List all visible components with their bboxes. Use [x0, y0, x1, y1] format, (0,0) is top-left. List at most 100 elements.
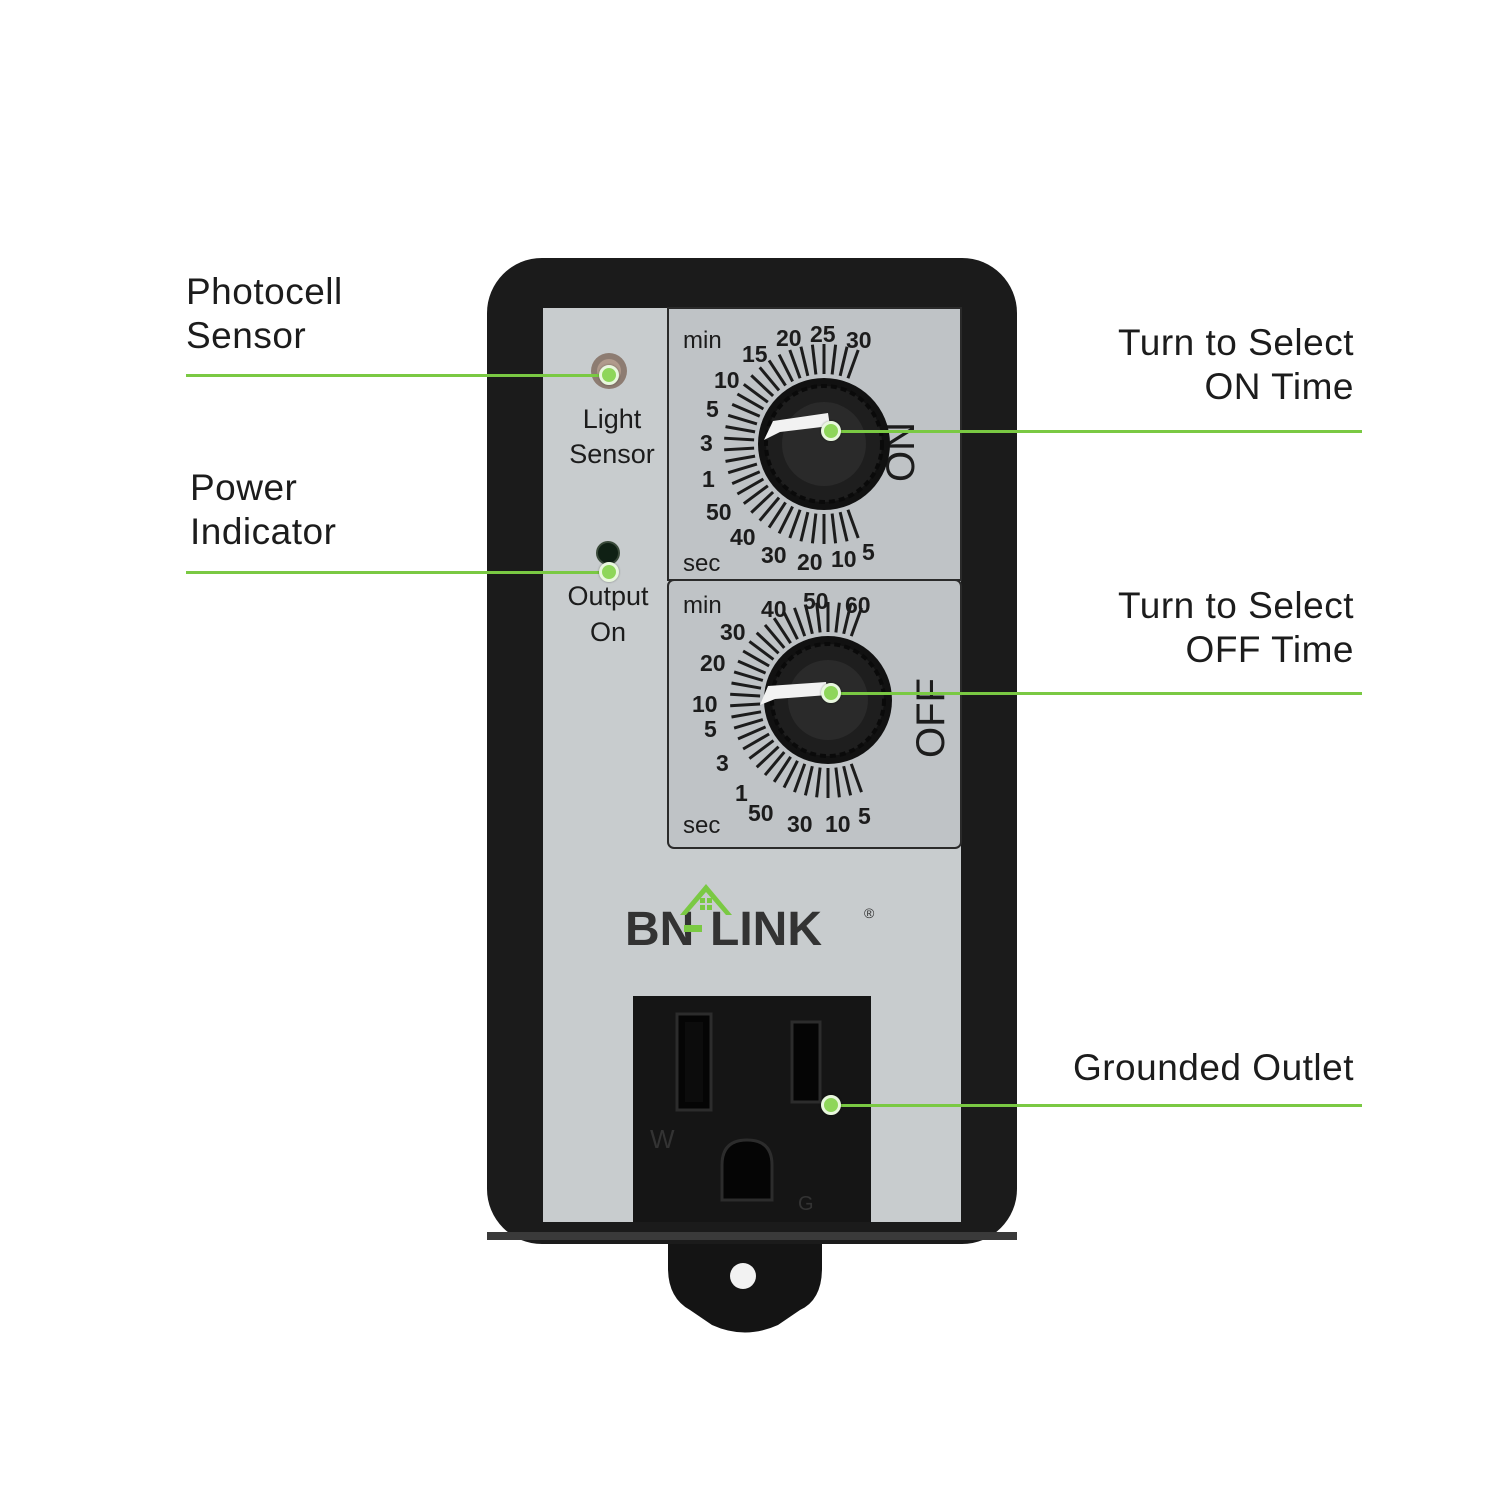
dial-tick-mark: [733, 718, 764, 730]
dial-tick-mark: [767, 359, 787, 387]
dial-tick-mark: [736, 392, 765, 411]
on-time-callout-line: [830, 430, 1362, 433]
dial-tick-mark: [724, 446, 755, 452]
off-dial-scale: [730, 602, 863, 798]
off-time-callout: Turn to Select OFF Time: [1118, 584, 1354, 672]
dial-tick-mark: [733, 670, 764, 682]
dial-tick-mark: [849, 607, 863, 637]
on-dial-tick-3: 3: [700, 430, 713, 456]
light-sensor-label-line2: Sensor: [569, 439, 655, 469]
on-dial-tick-5: 5: [706, 396, 719, 422]
dial-tick-mark: [725, 425, 756, 434]
dial-tick-mark: [763, 623, 786, 649]
dial-tick-mark: [758, 496, 781, 522]
dial-tick-mark: [742, 649, 770, 668]
power-callout-line1: Power: [190, 467, 298, 508]
off-dial-tick-20: 20: [700, 650, 726, 676]
dial-tick-mark: [782, 760, 799, 789]
on-time-knob[interactable]: [758, 378, 890, 510]
dial-tick-mark: [777, 505, 794, 535]
dial-tick-mark: [736, 477, 765, 496]
dial-tick-mark: [782, 611, 799, 640]
dial-tick-mark: [849, 763, 863, 793]
on-time-callout-line1: Turn to Select: [1118, 322, 1354, 363]
grounded-outlet[interactable]: W G: [633, 996, 871, 1222]
dial-tick-mark: [730, 702, 761, 708]
dial-tick-mark: [758, 366, 781, 392]
dial-tick-mark: [725, 454, 756, 463]
off-dial-tick-10: 10: [692, 691, 718, 717]
dial-tick-mark: [731, 470, 761, 485]
on-dial-scale: [724, 344, 860, 544]
dial-tick-mark: [772, 755, 792, 783]
off-dial-label: OFF: [909, 678, 953, 758]
power-indicator-callout: Power Indicator: [190, 466, 336, 554]
svg-text:®: ®: [864, 905, 875, 921]
on-dial-sec-unit: sec: [683, 550, 720, 577]
dial-tick-mark: [772, 617, 792, 645]
on-dial-tick-sec-10: 10: [831, 546, 857, 572]
outlet-callout-line1: Grounded Outlet: [1072, 1047, 1354, 1088]
outlet-ground-mark: G: [798, 1193, 814, 1215]
power-callout-dot: [599, 562, 619, 582]
dial-tick-mark: [737, 659, 767, 675]
dial-tick-mark: [793, 763, 807, 793]
on-time-callout: Turn to Select ON Time: [1118, 321, 1354, 409]
dial-tick-mark: [810, 344, 818, 375]
dial-tick-mark: [727, 413, 758, 426]
off-dial-tick-3: 3: [716, 750, 729, 776]
dial-tick-mark: [750, 374, 775, 398]
mounting-tab: [668, 1236, 822, 1333]
dial-tick-mark: [846, 349, 860, 379]
dial-tick-mark: [755, 631, 780, 655]
on-dial-min-unit: min: [683, 327, 722, 354]
off-time-callout-line1: Turn to Select: [1118, 585, 1354, 626]
on-dial-tick-20: 20: [776, 325, 802, 351]
photocell-callout-line1: Photocell: [186, 271, 343, 312]
dial-tick-mark: [750, 490, 775, 514]
dial-tick-mark: [842, 604, 853, 635]
on-dial-tick-40: 40: [730, 524, 756, 550]
dial-tick-mark: [830, 513, 838, 544]
dial-tick-mark: [748, 640, 775, 661]
on-dial-tick-sec-30: 30: [761, 542, 787, 568]
on-time-callout-dot: [821, 421, 841, 441]
on-dial-tick-sec-5: 5: [862, 539, 875, 565]
off-dial-tick-50: 50: [803, 588, 829, 614]
dial-tick-mark: [815, 767, 822, 798]
dial-tick-mark: [803, 765, 814, 796]
light-sensor-label-line1: Light: [583, 404, 642, 434]
bn-link-logo: BN LINK ®: [625, 884, 875, 956]
photocell-callout-line: [186, 374, 608, 377]
off-dial-tick-60: 60: [845, 592, 871, 618]
off-dial-tick-sec-50: 50: [748, 800, 774, 826]
dial-tick-mark: [842, 765, 853, 796]
power-callout-line: [186, 571, 608, 574]
dial-tick-mark: [724, 436, 755, 442]
dial-tick-mark: [767, 501, 787, 529]
on-dial-tick-10: 10: [714, 367, 740, 393]
off-dial-tick-sec-5: 5: [858, 803, 871, 829]
on-dial-tick-15: 15: [742, 341, 768, 367]
on-dial-tick-50: 50: [706, 499, 732, 525]
dial-tick-mark: [731, 710, 762, 719]
off-time-callout-dot: [821, 683, 841, 703]
dial-tick-mark: [742, 732, 770, 751]
off-dial-min-unit: min: [683, 592, 722, 619]
dial-tick-mark: [834, 767, 841, 798]
on-time-callout-line2: ON Time: [1204, 366, 1354, 407]
dial-tick-mark: [742, 383, 769, 404]
off-dial-tick-sec-30: 30: [787, 811, 813, 837]
off-time-callout-line2: OFF Time: [1185, 629, 1354, 670]
dial-tick-mark: [755, 745, 780, 769]
dial-tick-mark: [793, 607, 807, 637]
dial-tick-mark: [838, 511, 849, 542]
dial-tick-mark: [788, 509, 802, 539]
dial-tick-mark: [777, 353, 794, 383]
output-on-label-line2: On: [590, 617, 626, 647]
photocell-callout-line2: Sensor: [186, 315, 307, 356]
dial-tick-mark: [838, 346, 849, 377]
dial-tick-mark: [742, 484, 769, 505]
off-dial-sec-unit: sec: [683, 812, 720, 839]
